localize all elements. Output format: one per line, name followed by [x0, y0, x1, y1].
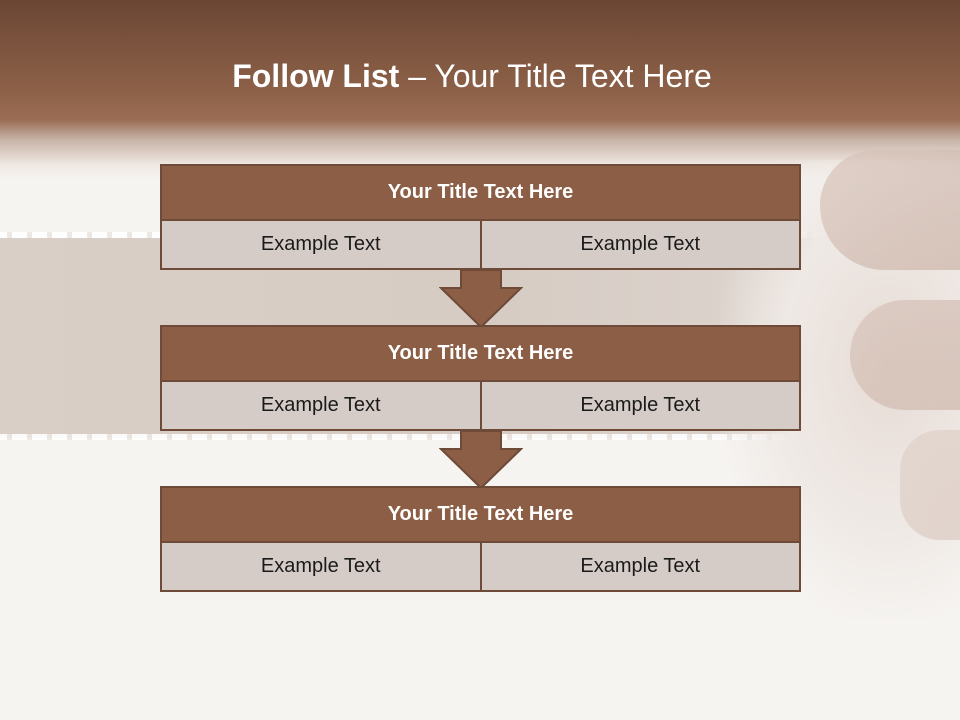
title-bar-background: [0, 0, 960, 180]
down-arrow-icon: [439, 431, 523, 489]
block-row: Example Text Example Text: [160, 543, 801, 592]
finger-image-lower: [900, 430, 960, 540]
slide-title-bold: Follow List: [232, 58, 400, 94]
down-arrow-icon: [439, 270, 523, 328]
block-cell-left: Example Text: [160, 382, 482, 431]
block-row: Example Text Example Text: [160, 382, 801, 431]
slide-title-rest: – Your Title Text Here: [408, 58, 712, 94]
torn-edge-bottom: [0, 434, 830, 440]
finger-image: [820, 150, 960, 270]
block-title: Your Title Text Here: [160, 325, 801, 382]
block-cell-right: Example Text: [481, 382, 801, 431]
block-title: Your Title Text Here: [160, 486, 801, 543]
block-cell-left: Example Text: [160, 221, 482, 270]
list-block-3: Your Title Text Here Example Text Exampl…: [160, 486, 801, 592]
list-block-1: Your Title Text Here Example Text Exampl…: [160, 164, 801, 270]
block-cell-right: Example Text: [481, 543, 801, 592]
block-cell-right: Example Text: [481, 221, 801, 270]
list-block-2: Your Title Text Here Example Text Exampl…: [160, 325, 801, 431]
block-cell-left: Example Text: [160, 543, 482, 592]
thumb-image: [850, 300, 960, 410]
block-row: Example Text Example Text: [160, 221, 801, 270]
slide-title: Follow List – Your Title Text Here: [0, 56, 944, 96]
block-title: Your Title Text Here: [160, 164, 801, 221]
